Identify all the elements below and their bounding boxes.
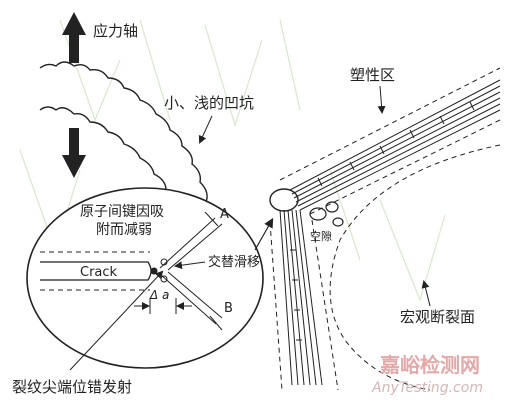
voids (309, 201, 344, 227)
dimples-leader (198, 115, 213, 144)
upper-slip-band (289, 79, 501, 211)
voids-label: 空隙 (310, 229, 332, 243)
watermark-url: AnyTesting.com (371, 380, 483, 396)
plastic-zone-leader (377, 85, 386, 114)
crack-tip (269, 188, 299, 212)
watermark-brand: 嘉峪检测网 (379, 353, 480, 377)
slip-lines (159, 211, 223, 331)
slip-b-label: B (224, 301, 233, 316)
dimples-label: 小、浅的凹坑 (164, 94, 254, 112)
dislocation-emission-label: 裂纹尖端位错发射 (12, 378, 132, 396)
macro-fracture-curve (329, 144, 501, 391)
lower-boundary-right (311, 219, 339, 391)
stress-arrow-up (62, 12, 86, 63)
alternating-slip-leader (174, 261, 206, 270)
lower-slip-band (279, 209, 323, 386)
dislocation-emission-leader (69, 270, 164, 371)
plastic-zone-boundary-mid (309, 119, 501, 215)
bond-weaken-line1: 原子间键因吸 (80, 204, 164, 220)
lower-boundary-left (269, 221, 283, 391)
macro-fracture-label: 宏观断裂面 (400, 308, 475, 326)
plastic-zone-label: 塑性区 (350, 66, 395, 84)
slip-a-label: A (220, 207, 229, 222)
bond-weaken-line2: 附而减弱 (96, 222, 152, 238)
delta-a-label: Δ a (149, 288, 169, 302)
inset-pointer (254, 217, 274, 251)
stress-axis-label: 应力轴 (93, 22, 138, 40)
alternating-slip-label: 交替滑移 (208, 254, 260, 270)
delta-a-dimension (134, 298, 192, 314)
stress-arrow-down (62, 128, 86, 178)
magnified-inset (26, 187, 264, 369)
plastic-zone-boundary-upper (279, 67, 501, 181)
macro-fracture-leader (421, 280, 431, 307)
crack-label: Crack (80, 265, 118, 280)
